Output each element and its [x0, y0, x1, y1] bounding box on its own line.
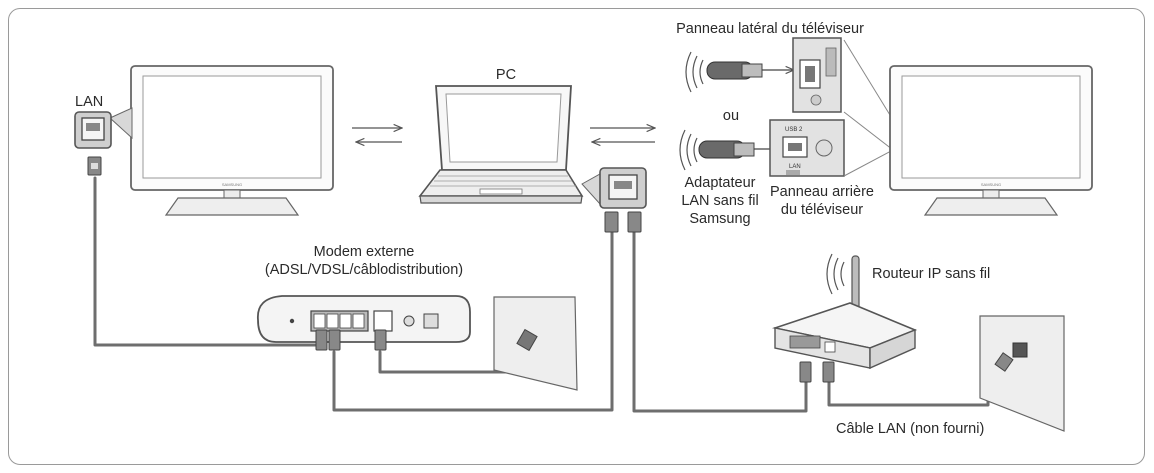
tv-left-lan-port	[74, 107, 133, 176]
wall-socket-modem	[493, 296, 578, 391]
lan-label: LAN	[75, 94, 104, 110]
or-label: ou	[722, 108, 740, 124]
side-panel-port	[792, 37, 842, 113]
wireless-router	[771, 255, 918, 383]
tv-right: SAMSUNG	[843, 39, 1093, 216]
lan-cables	[93, 176, 1002, 413]
rear-usb-mark: USB 2	[785, 127, 803, 133]
wifi-icon	[826, 253, 845, 295]
wifi-icon	[679, 129, 698, 171]
rear-panel-label: Panneau arrière du téléviseur	[770, 184, 874, 218]
lan-cable-label: Câble LAN (non fourni)	[836, 421, 985, 437]
arrows-left	[352, 128, 402, 142]
arrows-right	[590, 128, 655, 142]
wall-socket-router	[979, 315, 1065, 432]
rear-panel-port: USB 2 LAN	[769, 119, 845, 177]
router-label: Routeur IP sans fil	[872, 266, 991, 282]
wifi-icon	[685, 51, 704, 93]
tv-right-logo: SAMSUNG	[981, 182, 1001, 187]
rear-lan-mark: LAN	[789, 164, 801, 170]
cable-modem-to-pc	[332, 230, 614, 412]
usb-adapter-top	[706, 61, 794, 80]
tv-left-logo: SAMSUNG	[222, 182, 242, 187]
tv-left: SAMSUNG	[130, 65, 334, 216]
adapter-label: Adaptateur LAN sans fil Samsung	[681, 175, 759, 227]
side-panel-label: Panneau latéral du téléviseur	[676, 21, 864, 37]
external-modem	[257, 295, 471, 351]
cable-tv-to-modem	[93, 176, 320, 347]
pc-label: PC	[495, 67, 517, 83]
modem-label: Modem externe (ADSL/VDSL/câblodistributi…	[264, 244, 464, 278]
pc-laptop	[418, 85, 584, 204]
cable-pc-to-router	[632, 230, 808, 413]
pc-lan-port	[581, 167, 647, 233]
usb-adapter-bottom	[698, 140, 782, 159]
cable-router-to-wall	[827, 363, 1002, 407]
